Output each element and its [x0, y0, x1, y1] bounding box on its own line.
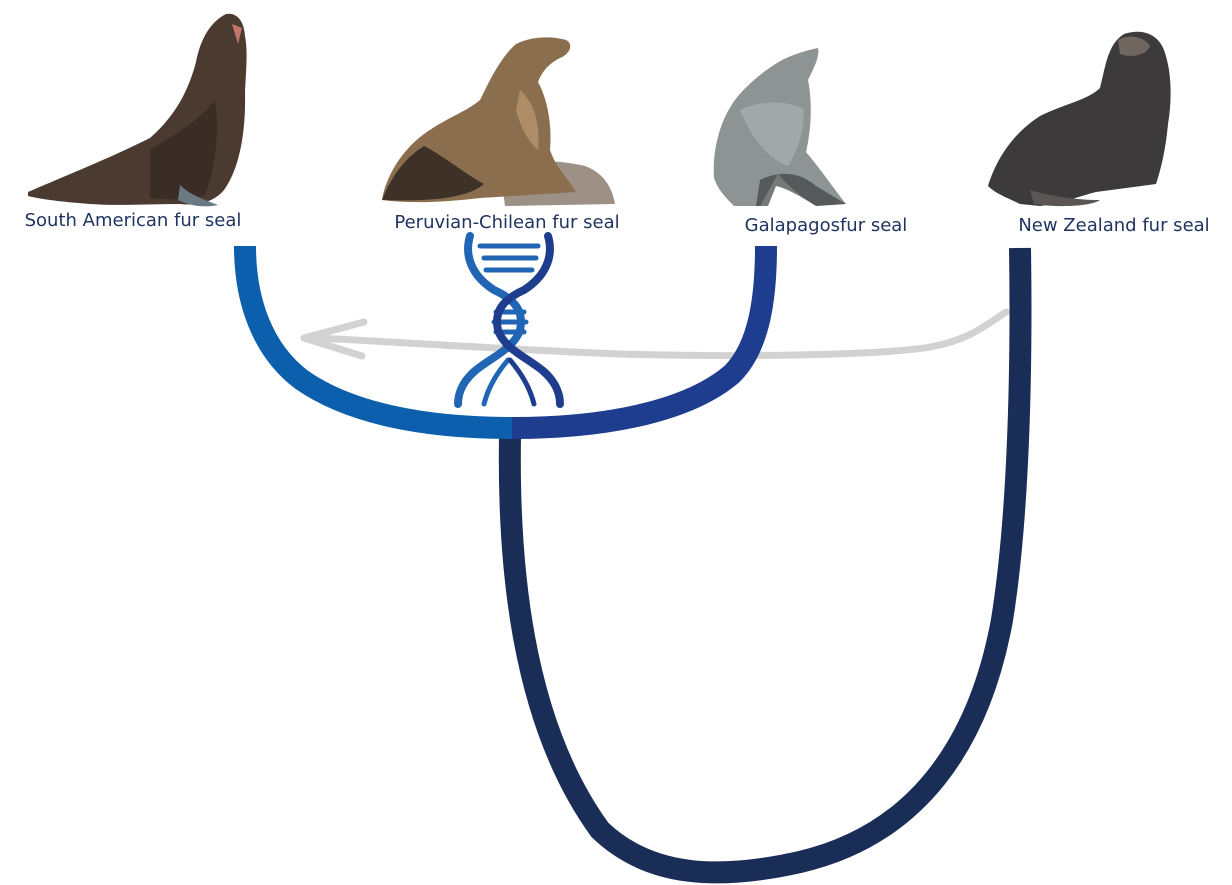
peruvian-chilean-label: Peruvian-Chilean fur seal: [394, 212, 619, 233]
south-american-fur-seal-image: [28, 14, 247, 207]
galapagos-fur-seal-image: [714, 48, 846, 206]
new-zealand-seal-body: [988, 32, 1171, 206]
dna-strand-inner-right: [510, 360, 534, 404]
galapagos-label: Galapagosfur seal: [745, 215, 908, 236]
new-zealand-fur-seal-image: [988, 32, 1171, 206]
new-zealand-label: New Zealand fur seal: [1018, 215, 1209, 236]
south-american-label: South American fur seal: [25, 210, 242, 231]
migration-arrow-shaft: [318, 312, 1006, 356]
dna-strand-inner-left: [484, 360, 508, 404]
migration-arrow: [304, 312, 1006, 356]
branch-galapagos: [512, 246, 766, 428]
peruvian-chilean-fur-seal-image: [382, 37, 615, 206]
dna-double-helix-icon: [458, 236, 560, 404]
